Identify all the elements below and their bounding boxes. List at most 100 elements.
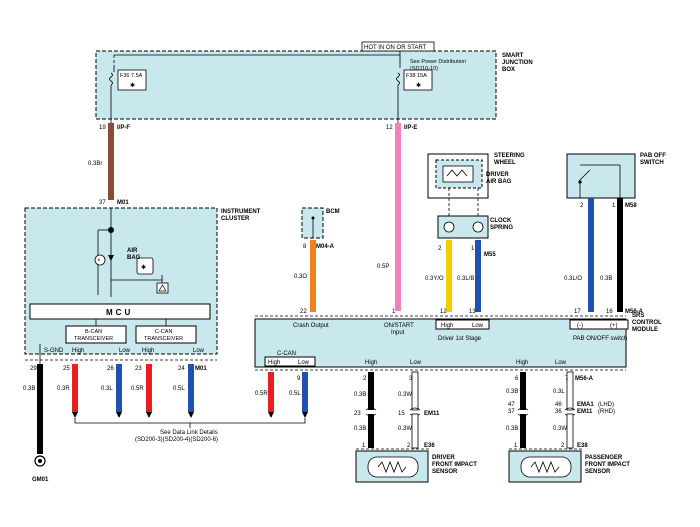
srs-stage-label: Driver 1st Stage [438, 336, 482, 342]
srs-cpin-9: 9 [297, 376, 301, 382]
wire-driver-black-1 [368, 372, 374, 410]
pass-rhd: (RHD) [598, 409, 615, 415]
airbag-label-2: BAG [127, 255, 141, 261]
driver-wire-1: 0.3B [354, 392, 366, 398]
steering-conn: M55 [484, 252, 496, 258]
dab-title-1: DRIVER [486, 172, 509, 178]
driver-sensor-title-3: SENSOR [432, 469, 458, 475]
clock-spring-box [437, 215, 489, 239]
fuse-f36-airbag-icon: ✱ [130, 82, 135, 89]
cluster-ccan-high: High [142, 348, 154, 354]
pab-off-switch [566, 153, 636, 199]
srs-pin-16: 16 [606, 309, 613, 315]
srs-dpin-3: 3 [409, 376, 413, 382]
srs-title-3: MODULE [632, 327, 658, 333]
wire-label-05r: 0.5R [131, 386, 144, 392]
mcu-label: MCU [106, 308, 133, 317]
cluster-pin-29: 29 [30, 366, 37, 372]
cluster-warning-box [156, 282, 169, 294]
wire-srs-ccan-red [268, 372, 274, 412]
sjb-ref-1: See Power Distribution [410, 59, 466, 65]
srs-pconn: M56-A [575, 376, 594, 382]
srs-pass-high: High [516, 360, 528, 366]
hot-label-box [361, 41, 435, 52]
pass-conn-ema1: EMA1 [577, 402, 594, 408]
sjb-pin-19: 19 [99, 125, 106, 131]
srs-pin-22: 22 [300, 309, 307, 315]
pass-lhd: (LHD) [598, 402, 614, 408]
pab-switch-contact [578, 180, 582, 184]
pass-wire-1: 0.3B [506, 389, 518, 395]
cluster-pin-24: 24 [178, 366, 185, 372]
wire-pab-black [617, 198, 623, 312]
pab-pin-2: 2 [580, 203, 584, 209]
wire-bcan-red [72, 364, 78, 412]
airbag-label-1: AIR [127, 248, 138, 254]
ground-icon-center [38, 459, 42, 463]
datalink-ref-1: See Data Link Details [160, 430, 218, 436]
driver-sensor-title-2: FRONT IMPACT [432, 462, 477, 468]
fuse-f38-label: F38 15A [406, 73, 427, 79]
clock-title-2: SPRING [490, 225, 513, 231]
steering-title-1: STEERING [494, 153, 525, 159]
ccan-label-1: C-CAN [155, 329, 172, 335]
arrow-4 [188, 412, 194, 418]
srs-cwire-1: 0.5R [255, 391, 268, 397]
pab-title-1: PAB OFF [640, 153, 666, 159]
cluster-triangle-icon [158, 284, 167, 292]
sjb-title-2: JUNCTION [502, 60, 533, 66]
pab-wire-label-2: 0.3B [600, 276, 612, 282]
dab-title-2: AIR BAG [486, 179, 512, 185]
sjb-ref-2: (SD110-10) [410, 66, 438, 72]
cluster-bcan-low: Low [119, 348, 131, 354]
bcm-conn: M04-A [316, 244, 335, 250]
srs-conn: M56-A [625, 309, 644, 315]
pass-sensor-element [520, 456, 572, 478]
wire-yellow [446, 240, 452, 312]
pab-wire-label-1: 0.3L/O [564, 276, 582, 282]
sjb-conn-ipf: I/P-F [117, 125, 130, 131]
pass-wire-3: 0.3B [506, 426, 518, 432]
pass-wire-2: 0.3L [553, 389, 565, 395]
wire-brown [108, 123, 114, 200]
pab-pin-1: 1 [612, 203, 616, 209]
pass-wire-4: 0.3W [553, 426, 567, 432]
sjb-title-1: SMART [502, 53, 524, 59]
wire-orange-label: 0.3O [294, 274, 307, 280]
pass-sensor-title-1: PASSENGER [585, 455, 623, 461]
wire-label-03b: 0.3B [23, 386, 35, 392]
diode-icon [108, 255, 114, 261]
pass-pin-47: 47 [508, 402, 515, 408]
wire-label-03l: 0.3L [101, 386, 113, 392]
cluster-sgnd: S-GND [44, 348, 64, 354]
pass-sensor-resistor-icon [530, 460, 560, 474]
airbag-lamp-icon [94, 254, 106, 266]
bcm-title: BCM [326, 209, 340, 215]
hot-label: HOT IN ON OR START [364, 45, 427, 51]
wire-driver-white-2 [411, 413, 419, 449]
cluster-conn-m01b: M01 [195, 366, 207, 372]
driver-wire-3: 0.3B [354, 426, 366, 432]
pab-title-2: SWITCH [640, 160, 664, 166]
cluster-pin-23: 23 [135, 366, 142, 372]
arrow-3 [146, 412, 152, 418]
wire-pink [395, 123, 401, 311]
srs-title-1: SRS [632, 313, 644, 319]
wire-ccan-blue [188, 364, 194, 412]
driver-sensor-resistor-icon [377, 460, 407, 474]
driver-sensor-title-1: DRIVER [432, 455, 455, 461]
ccan-label-2: TRANSCEIVER [144, 336, 183, 342]
clock-spring-coil-2 [472, 221, 484, 233]
cluster-title-1: INSTRUMENT [221, 209, 261, 215]
wire-orange [310, 240, 316, 312]
cluster-pin-26: 26 [107, 366, 114, 372]
wire-ccan-red [146, 364, 152, 412]
mcu-box [29, 303, 211, 320]
bcm-dot [311, 216, 315, 220]
lamp-glyph: × [97, 258, 101, 264]
wire-pass-white-2 [566, 413, 574, 449]
pass-sensor-title-3: SENSOR [585, 469, 611, 475]
cluster-bcan-high: High [72, 348, 84, 354]
srs-pab-label: PAB ON/OFF switch [573, 336, 627, 342]
bcm-box [301, 207, 324, 239]
